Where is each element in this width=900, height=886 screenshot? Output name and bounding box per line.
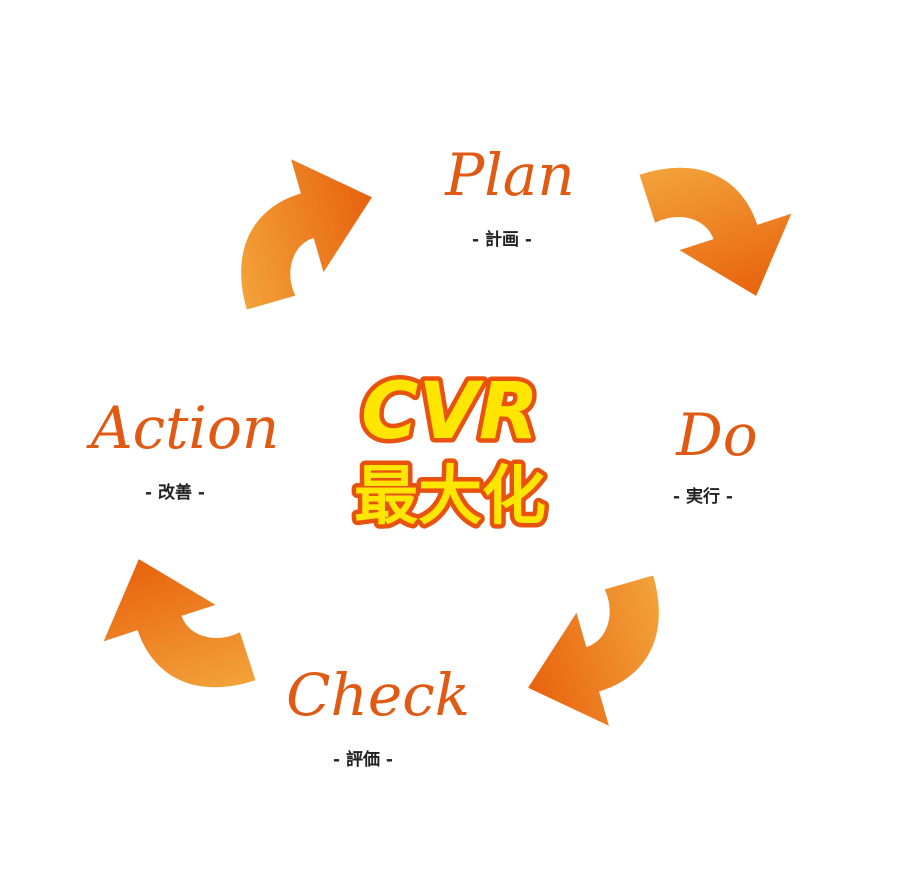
do-label: Do bbox=[675, 401, 757, 469]
center-sub-text: 最大化 bbox=[354, 460, 546, 534]
plan-sub: - 計画 - bbox=[472, 229, 532, 250]
arrow-do-to-check bbox=[507, 575, 690, 745]
check-label: Check bbox=[286, 661, 470, 729]
arrow-action-to-plan bbox=[210, 140, 393, 310]
arrow-check-to-action bbox=[82, 536, 256, 722]
action-label: Action bbox=[86, 394, 280, 462]
do-sub: - 実行 - bbox=[673, 486, 733, 507]
plan-label: Plan bbox=[444, 141, 575, 209]
center-main-text: CVR bbox=[361, 367, 539, 457]
arrow-plan-to-do bbox=[639, 133, 813, 319]
check-sub: - 評価 - bbox=[333, 749, 393, 770]
action-sub: - 改善 - bbox=[145, 482, 205, 503]
